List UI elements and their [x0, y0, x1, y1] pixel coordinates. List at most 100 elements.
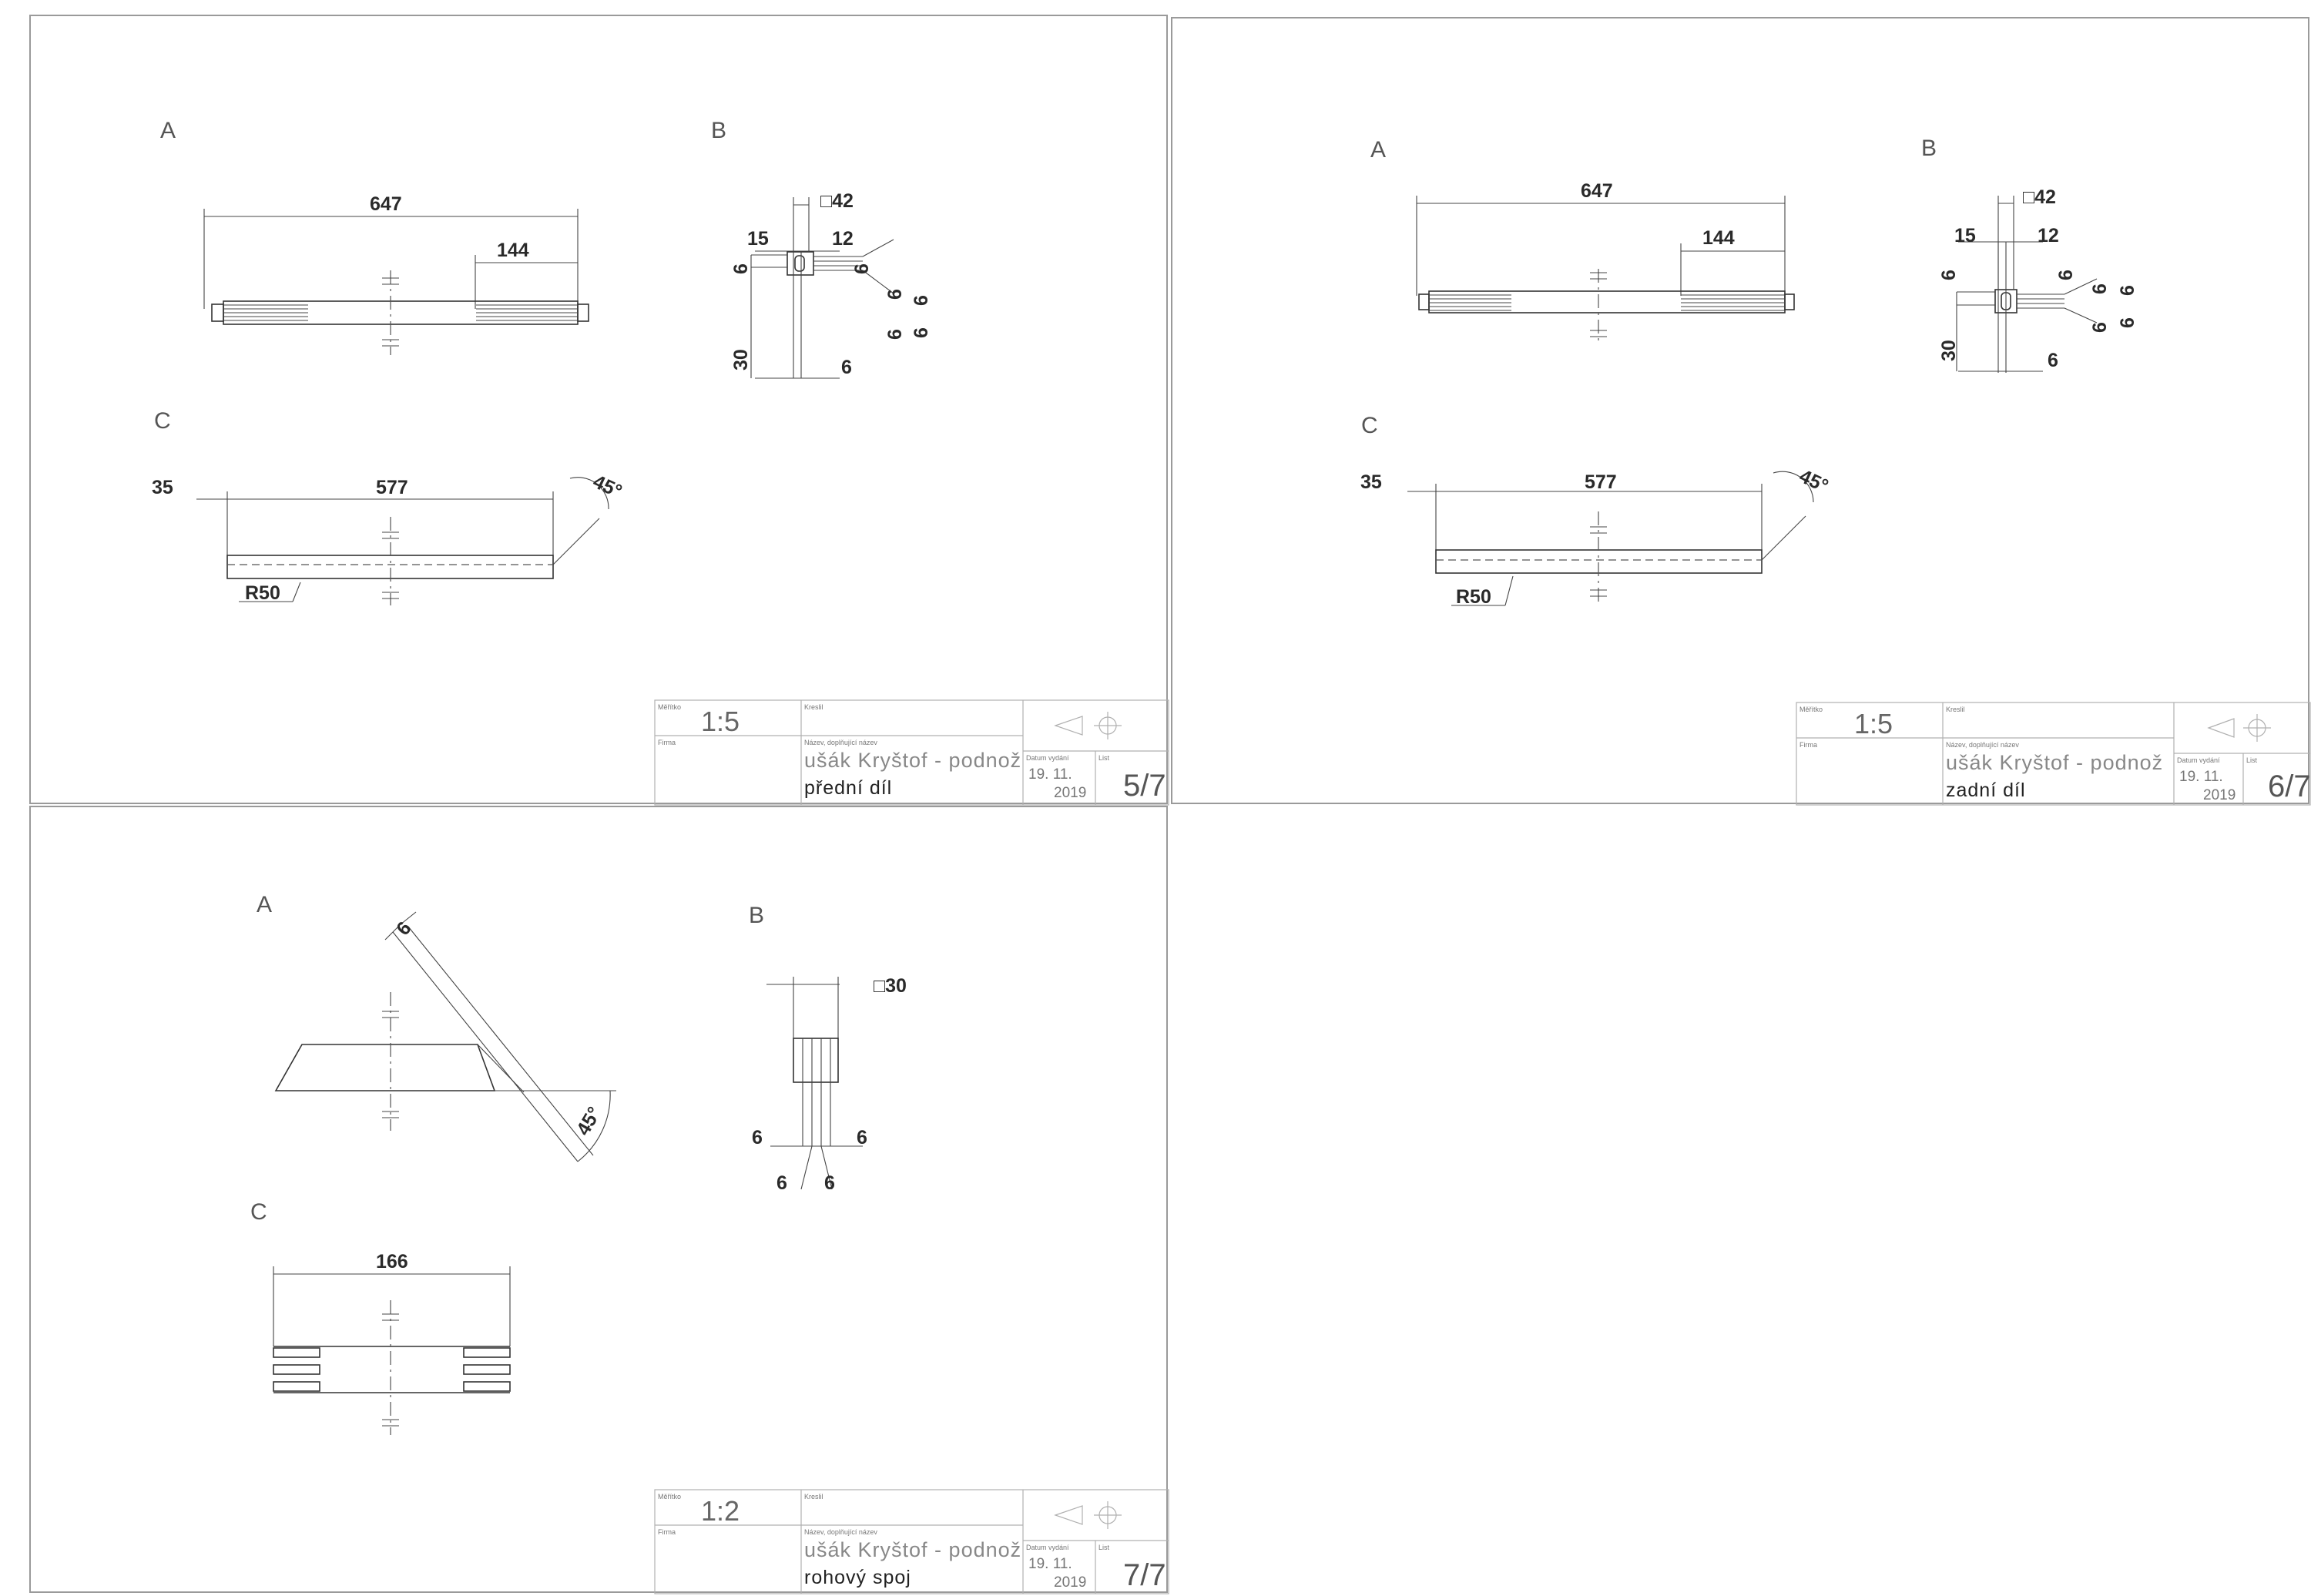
date-line-2: 2019	[1054, 785, 1086, 801]
name-caption: Název, doplňující název	[804, 739, 877, 746]
dim-section-12: 12	[2038, 225, 2059, 246]
dim-section-6-right: 6	[2055, 270, 2077, 280]
title-block	[654, 699, 1169, 806]
dim-side-angle: 45°	[1796, 465, 1831, 497]
front-rail-section	[750, 197, 894, 379]
date-line-1: 19. 11.	[2179, 769, 2223, 785]
dim-section-6-left: 6	[1938, 270, 1960, 280]
name-caption: Název, doplňující název	[804, 1528, 877, 1536]
dim-section-6-right: 6	[851, 263, 873, 274]
drawing-sheet-rear-part: A 647 144 B	[1171, 17, 2311, 806]
dim-section-6-r3: 6	[884, 329, 906, 340]
sheet-drawing: A 6 45° B	[250, 892, 1169, 1594]
scale-value: 1:2	[701, 1495, 740, 1527]
dim-section-6-r3: 6	[2089, 322, 2111, 333]
scale-value: 1:5	[701, 706, 740, 737]
dim-section-square: □42	[820, 190, 854, 212]
name-caption: Název, doplňující název	[1946, 741, 2019, 749]
firm-caption: Firma	[658, 739, 676, 746]
firm-caption: Firma	[1799, 741, 1817, 749]
date-caption: Datum vydání	[2177, 756, 2220, 764]
part-name: zadní díl	[1946, 780, 2026, 801]
drawing-sheet-front-part: A 647 144 B	[29, 15, 1169, 806]
drawn-caption: Kreslil	[1946, 706, 1965, 713]
sheet-number: 6/7	[2268, 770, 2311, 803]
view-label-b: B	[711, 118, 726, 143]
scale-caption: Měřítko	[658, 1493, 681, 1500]
drawn-caption: Kreslil	[804, 703, 823, 711]
dim-side-577: 577	[1585, 471, 1617, 493]
corner-joint-side-view	[273, 1266, 511, 1435]
dim-section-30: 30	[730, 349, 752, 370]
date-line-2: 2019	[1054, 1574, 1086, 1591]
dim-end-6-bottom-right: 6	[824, 1172, 835, 1194]
dim-end-6-left: 6	[752, 1127, 763, 1148]
sheet-caption: List	[2246, 756, 2258, 764]
dim-side-577: 577	[376, 477, 408, 498]
dim-grip-length: 144	[1702, 227, 1735, 249]
sheet-caption: List	[1098, 1544, 1110, 1551]
rear-rail-section	[1956, 196, 2098, 373]
sheet-drawing: A 647 144 B	[152, 118, 1169, 806]
dim-side-radius: R50	[245, 582, 280, 604]
corner-joint-top-view	[274, 911, 616, 1162]
drawing-title: ušák Kryštof - podnož	[804, 1538, 1021, 1561]
dim-grip-length: 144	[497, 240, 529, 261]
view-label-a: A	[1370, 137, 1386, 163]
view-label-a: A	[160, 118, 176, 143]
view-label-c: C	[154, 408, 171, 434]
drawing-title: ušák Kryštof - podnož	[1946, 751, 2163, 774]
sheet-number: 5/7	[1123, 769, 1166, 803]
front-rail-side-view	[196, 477, 609, 605]
rear-rail-side-view	[1407, 471, 1814, 606]
dim-section-6-r4: 6	[911, 327, 932, 338]
date-line-2: 2019	[2203, 787, 2236, 803]
dim-section-12: 12	[832, 228, 854, 250]
sheet-caption: List	[1098, 754, 1110, 762]
part-name: rohový spoj	[804, 1567, 911, 1588]
view-label-a: A	[257, 892, 272, 917]
drawn-caption: Kreslil	[804, 1493, 823, 1500]
dim-side-166: 166	[376, 1251, 408, 1272]
dim-side-35: 35	[152, 477, 173, 498]
dim-corner-6: 6	[392, 917, 415, 940]
view-label-c: C	[1361, 413, 1378, 438]
dim-overall-length: 647	[370, 193, 402, 215]
front-rail-top-view	[203, 209, 589, 355]
drawing-sheet-corner-joint: A 6 45° B	[29, 806, 1169, 1594]
dim-side-radius: R50	[1456, 586, 1491, 608]
corner-joint-end-view	[766, 977, 863, 1190]
dim-section-15: 15	[1954, 225, 1976, 246]
firm-caption: Firma	[658, 1528, 676, 1536]
view-label-b: B	[749, 903, 764, 928]
dim-section-6-bottom: 6	[2048, 350, 2058, 371]
dim-section-15: 15	[747, 228, 769, 250]
dim-section-6-r2: 6	[2117, 285, 2138, 296]
drawing-title: ušák Kryštof - podnož	[804, 749, 1021, 772]
dim-section-6-left: 6	[730, 263, 752, 274]
dim-section-6-r1: 6	[2089, 283, 2111, 294]
view-label-b: B	[1921, 136, 1937, 161]
sheet-drawing: A 647 144 B	[1360, 136, 2311, 806]
part-name: přední díl	[804, 777, 892, 799]
dim-side-35: 35	[1360, 471, 1382, 493]
rear-rail-top-view	[1416, 196, 1795, 342]
dim-section-30: 30	[1938, 340, 1960, 361]
scale-caption: Měřítko	[658, 703, 681, 711]
date-caption: Datum vydání	[1026, 1544, 1069, 1551]
dim-section-6-bottom: 6	[841, 357, 852, 378]
date-line-1: 19. 11.	[1028, 766, 1072, 783]
dim-end-6-right: 6	[857, 1127, 867, 1148]
dim-section-6-r4: 6	[2117, 317, 2138, 328]
dim-end-6-bottom-left: 6	[776, 1172, 787, 1194]
dim-section-6-r1: 6	[884, 289, 906, 300]
date-line-1: 19. 11.	[1028, 1556, 1072, 1572]
dim-section-square: □42	[2023, 186, 2056, 208]
sheet-number: 7/7	[1123, 1558, 1166, 1592]
title-block	[654, 1489, 1169, 1594]
title-block	[1796, 702, 2311, 806]
view-label-c: C	[250, 1199, 267, 1225]
dim-section-6-r2: 6	[911, 295, 932, 306]
dim-side-angle: 45°	[589, 471, 625, 502]
dim-overall-length: 647	[1581, 180, 1613, 202]
